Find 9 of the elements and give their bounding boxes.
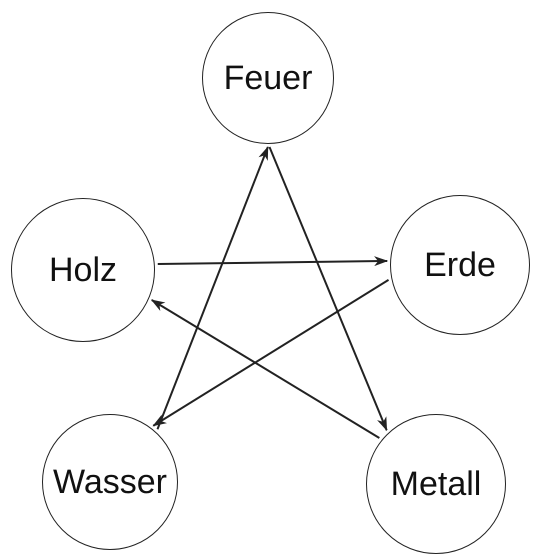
node-label: Erde [424,246,496,284]
arrow [156,146,269,430]
arrow [150,299,380,439]
node-label: Metall [390,464,482,504]
node-label: Feuer [224,58,312,98]
node-label: Wasser [53,462,167,502]
arrow [268,146,388,432]
node-label: Holz [48,250,118,290]
arrow [158,256,388,266]
